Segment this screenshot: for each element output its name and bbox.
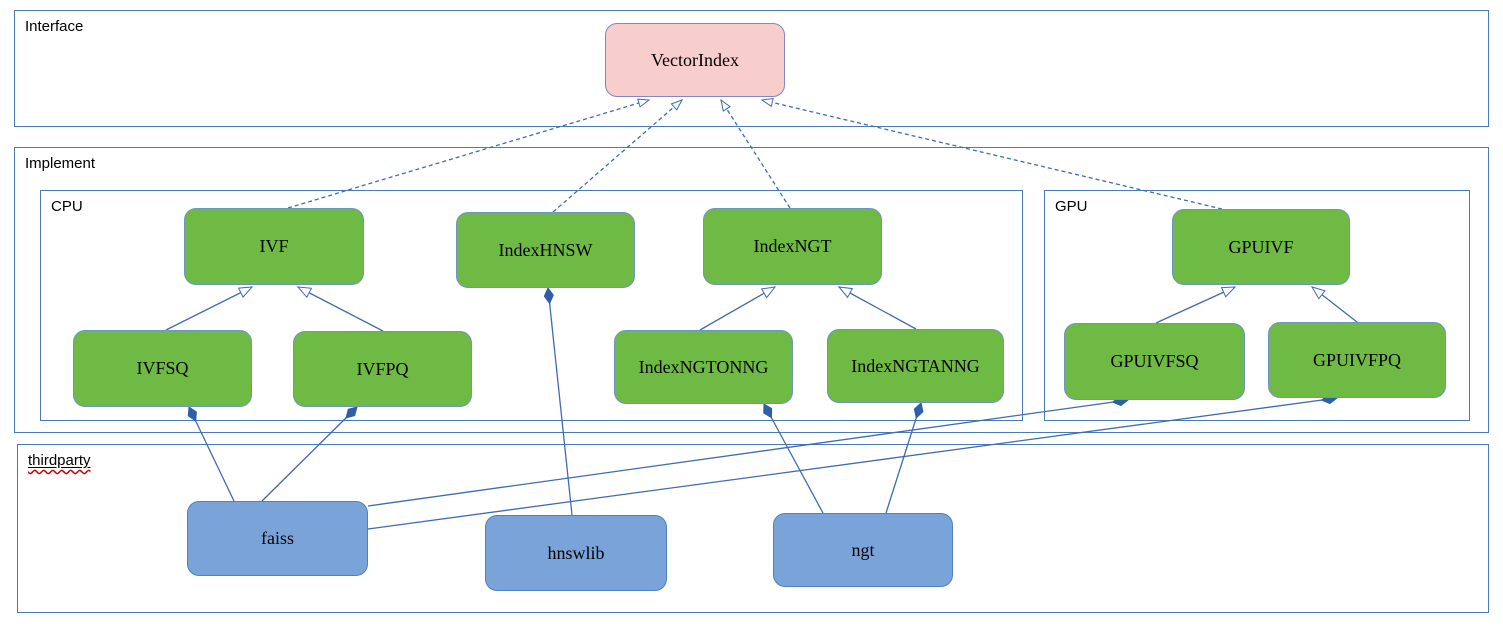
edge-indexngtanng-indexngt bbox=[837, 286, 917, 330]
edge-ngt-indexngtanng bbox=[885, 402, 924, 514]
node-indexngtonng-label: IndexNGTONNG bbox=[638, 356, 769, 377]
edge-faiss-gpuivfsq bbox=[367, 396, 1129, 507]
edge-indexhnsw-vectorindex bbox=[552, 99, 684, 213]
node-gpuivf-label: GPUIVF bbox=[1228, 236, 1294, 257]
node-gpuivf[interactable]: GPUIVF bbox=[1172, 209, 1350, 285]
edge-ivf-vectorindex bbox=[287, 98, 651, 209]
edge-ngt-indexngtonng bbox=[763, 403, 824, 514]
node-ivfpq-label: IVFPQ bbox=[356, 358, 409, 379]
edge-ivfsq-ivf bbox=[165, 286, 254, 331]
node-gpuivfpq[interactable]: GPUIVFPQ bbox=[1268, 322, 1446, 398]
node-indexngtanng[interactable]: IndexNGTANNG bbox=[827, 329, 1004, 403]
section-thirdparty[interactable]: thirdparty bbox=[17, 444, 1489, 613]
node-gpuivfsq-label: GPUIVFSQ bbox=[1110, 351, 1199, 371]
section-gpu-label: GPU bbox=[1055, 198, 1088, 215]
node-ivfsq-label: IVFSQ bbox=[136, 358, 189, 378]
node-indexngtanng-label: IndexNGTANNG bbox=[851, 355, 980, 376]
node-ngt[interactable]: ngt bbox=[773, 513, 953, 587]
section-implement-label: Implement bbox=[25, 155, 96, 172]
node-vectorindex[interactable]: VectorIndex bbox=[605, 23, 785, 97]
edge-faiss-ivfpq bbox=[261, 406, 358, 502]
node-indexngtonng[interactable]: IndexNGTONNG bbox=[614, 330, 793, 404]
section-interface[interactable]: Interface bbox=[14, 10, 1489, 127]
edge-hnswlib-indexhnsw bbox=[543, 287, 573, 516]
node-faiss-label: faiss bbox=[261, 528, 294, 548]
edge-gpuivfpq-gpuivf bbox=[1310, 286, 1358, 323]
edge-faiss-ivfsq bbox=[187, 406, 235, 502]
node-indexngt-label: IndexNGT bbox=[753, 236, 832, 256]
section-gpu[interactable]: GPU bbox=[1044, 190, 1470, 421]
edge-gpuivfsq-gpuivf bbox=[1155, 286, 1237, 324]
edge-indexngt-vectorindex bbox=[720, 98, 791, 209]
node-ivf-label: IVF bbox=[259, 236, 289, 256]
section-cpu[interactable]: CPU bbox=[40, 190, 1023, 421]
node-hnswlib-label: hnswlib bbox=[547, 542, 605, 563]
node-ngt-label: ngt bbox=[851, 539, 875, 560]
section-interface-label: Interface bbox=[25, 18, 84, 35]
node-indexhnsw-label: IndexHNSW bbox=[498, 239, 593, 260]
node-ivf[interactable]: IVF bbox=[184, 208, 364, 285]
edge-ivfpq-ivf bbox=[296, 286, 384, 332]
node-ivfpq[interactable]: IVFPQ bbox=[293, 331, 472, 407]
section-thirdparty-label: thirdparty bbox=[28, 452, 91, 469]
edge-faiss-gpuivfpq bbox=[367, 394, 1338, 530]
node-gpuivfpq-label: GPUIVFPQ bbox=[1312, 349, 1402, 370]
node-indexngt[interactable]: IndexNGT bbox=[703, 208, 882, 285]
section-cpu-label: CPU bbox=[51, 198, 83, 215]
node-gpuivfsq[interactable]: GPUIVFSQ bbox=[1064, 323, 1245, 400]
edge-indexngtonng-indexngt bbox=[699, 286, 777, 331]
node-faiss[interactable]: faiss bbox=[187, 501, 368, 576]
edge-gpuivf-vectorindex bbox=[760, 97, 1223, 210]
node-vectorindex-label: VectorIndex bbox=[651, 49, 739, 70]
node-indexhnsw[interactable]: IndexHNSW bbox=[456, 212, 635, 288]
node-hnswlib[interactable]: hnswlib bbox=[485, 515, 667, 591]
node-ivfsq[interactable]: IVFSQ bbox=[73, 330, 252, 407]
